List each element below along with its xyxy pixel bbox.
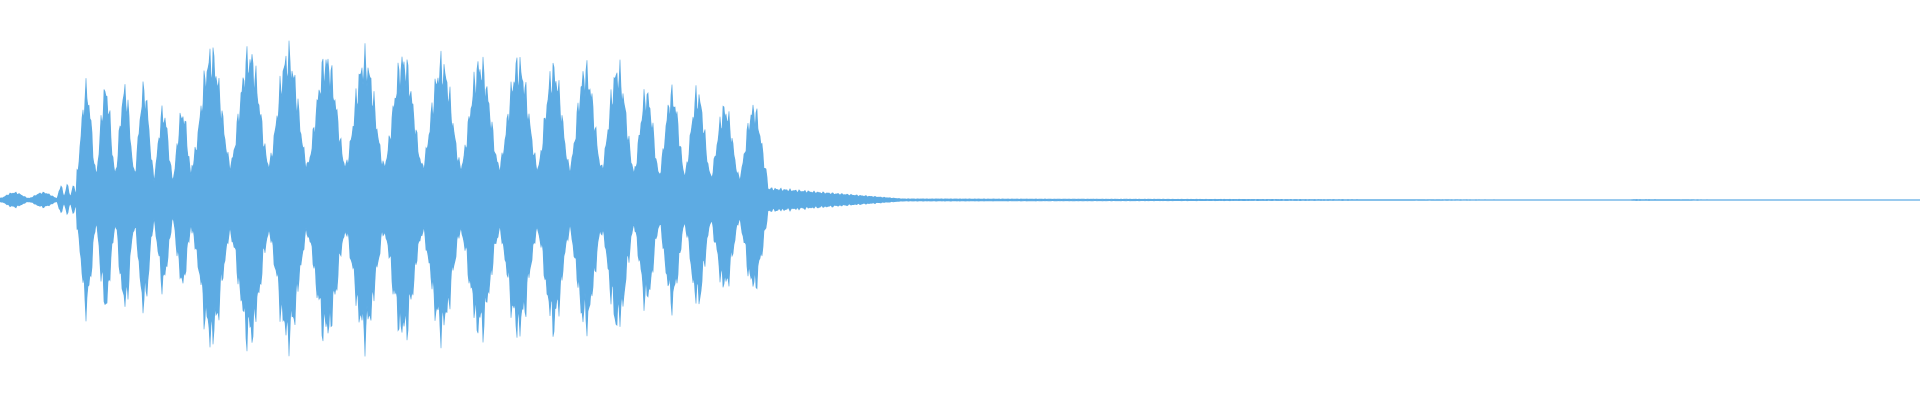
- waveform-path: [0, 40, 1920, 357]
